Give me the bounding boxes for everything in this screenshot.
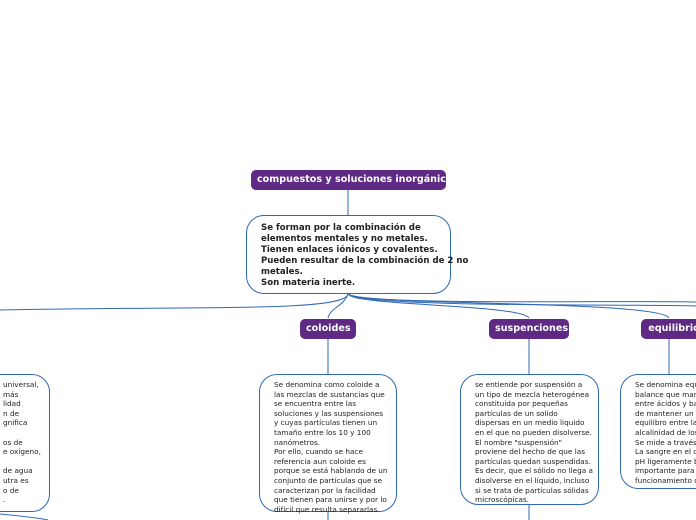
equilibrio-line: de mantener un pH [635,408,696,418]
suspenciones-line: dispersas en un medio liquido [475,418,585,428]
suspenciones-line: disolverse en el líquido, incluso [475,475,590,485]
coloides-line: tamaño entre los 10 y 100 [274,427,371,437]
topic-coloides[interactable]: coloides [300,319,356,339]
equilibrio-line: Se mide a través d [635,437,696,447]
left-line: lidad [3,399,21,409]
left-partial-node[interactable]: universal, más lidad n de gnifica os de … [0,374,50,512]
suspenciones-line: partículas quedan suspendidas. [475,456,591,466]
suspenciones-line: partículas de un solido [475,408,558,418]
suspenciones-line: microscópicas. [475,495,529,505]
left-line: gnifica [3,418,28,428]
coloides-line: nanómetros. [274,437,321,447]
main-to-equilibrio-connector [347,293,670,319]
equilibrio-line: La sangre en el cu [635,447,696,457]
coloides-line: porque se está hablando de un [274,466,388,476]
coloides-line: soluciones y las suspensiones [274,408,384,418]
left-line: de agua [3,466,33,476]
topic-equilibrio[interactable]: equilibrio [641,319,696,339]
equilibrio-line: entre ácidos y base [635,399,696,409]
left-bottom-connector [0,513,49,520]
main-line: elementos mentales y no metales. [261,234,428,244]
left-line: . [3,495,6,505]
suspenciones-line: proviene del hecho de que las [475,447,586,457]
coloides-line: caracterizan por la facilidad [274,485,376,495]
equilibrio-line: funcionamiento de [635,475,696,485]
equilibrio-line: pH ligeramente bá [635,456,696,466]
main-to-coloides-connector [327,293,349,319]
main-to-offscreen-connector-b [347,293,696,303]
main-line: Tienen enlaces iónicos y covalentes. [261,245,438,255]
suspenciones-line: se entiende por suspensión a [475,380,583,389]
suspenciones-line: constituida por pequeñas [475,399,568,409]
equilibrio-line: alcalinidad de los l [635,427,696,437]
suspenciones-line: si se trata de partículas sólidas [475,485,589,495]
main-line: Son materia inerte. [261,278,356,288]
main-line: Se forman por la combinación de [261,223,421,233]
main-line: metales. [261,267,303,277]
left-line: os de [3,437,23,447]
coloides-line: conjunto de partículas que se [274,475,383,485]
suspenciones-line: Es decir, que el sólido no llega a [475,466,594,476]
main-description-node[interactable]: Se forman por la combinación de elemento… [246,215,469,294]
suspenciones-description-node[interactable]: se entiende por suspensión a un tipo de … [460,374,599,505]
left-line: e oxígeno, [3,447,41,457]
equilibrio-line: equilibro entre la a [635,418,696,428]
suspenciones-line: en el que no pueden disolverse. [475,427,592,437]
left-line: universal, [3,380,39,389]
coloides-line: se encuentra entre las [274,399,357,409]
left-line: o de [3,485,19,495]
left-line: n de [3,408,20,418]
coloides-line: Se denomina como coloide a [274,380,380,389]
coloides-line: referencia aun coloide es [274,456,366,466]
coloides-line: y cuyas partículas tienen un [274,418,378,428]
coloides-line: Por ello, cuando se hace [274,447,363,457]
suspenciones-line: El nombre "suspensión" [475,437,563,447]
equilibrio-description-node[interactable]: Se denomina equili balance que mant entr… [620,374,696,489]
equilibrio-line: importante para el [635,466,696,476]
coloides-line: las mezclas de sustancias que [274,389,385,399]
main-to-left-connector [0,293,349,311]
left-line [3,457,37,467]
equilibrio-line: Se denomina equili [635,380,696,389]
main-line: Pueden resultar de la combinación de 2 n… [261,256,469,266]
main-to-offscreen-connector-a [347,293,696,307]
main-to-suspenciones-connector [347,293,530,319]
coloides-line: que tienen para unirse y por lo [274,495,387,505]
equilibrio-line: balance que mant [635,389,696,399]
left-line: más [3,389,19,399]
left-line [3,428,37,438]
topic-suspenciones[interactable]: suspenciones [489,319,569,339]
root-topic[interactable]: compuestos y soluciones inorgánicas [251,170,458,190]
suspenciones-line: un tipo de mezcla heterogénea [475,389,590,399]
coloides-line: difícil que resulta separarlas. [274,504,380,514]
coloides-description-node[interactable]: Se denomina como coloide a las mezclas d… [259,374,397,514]
left-line: utra es [3,475,29,485]
